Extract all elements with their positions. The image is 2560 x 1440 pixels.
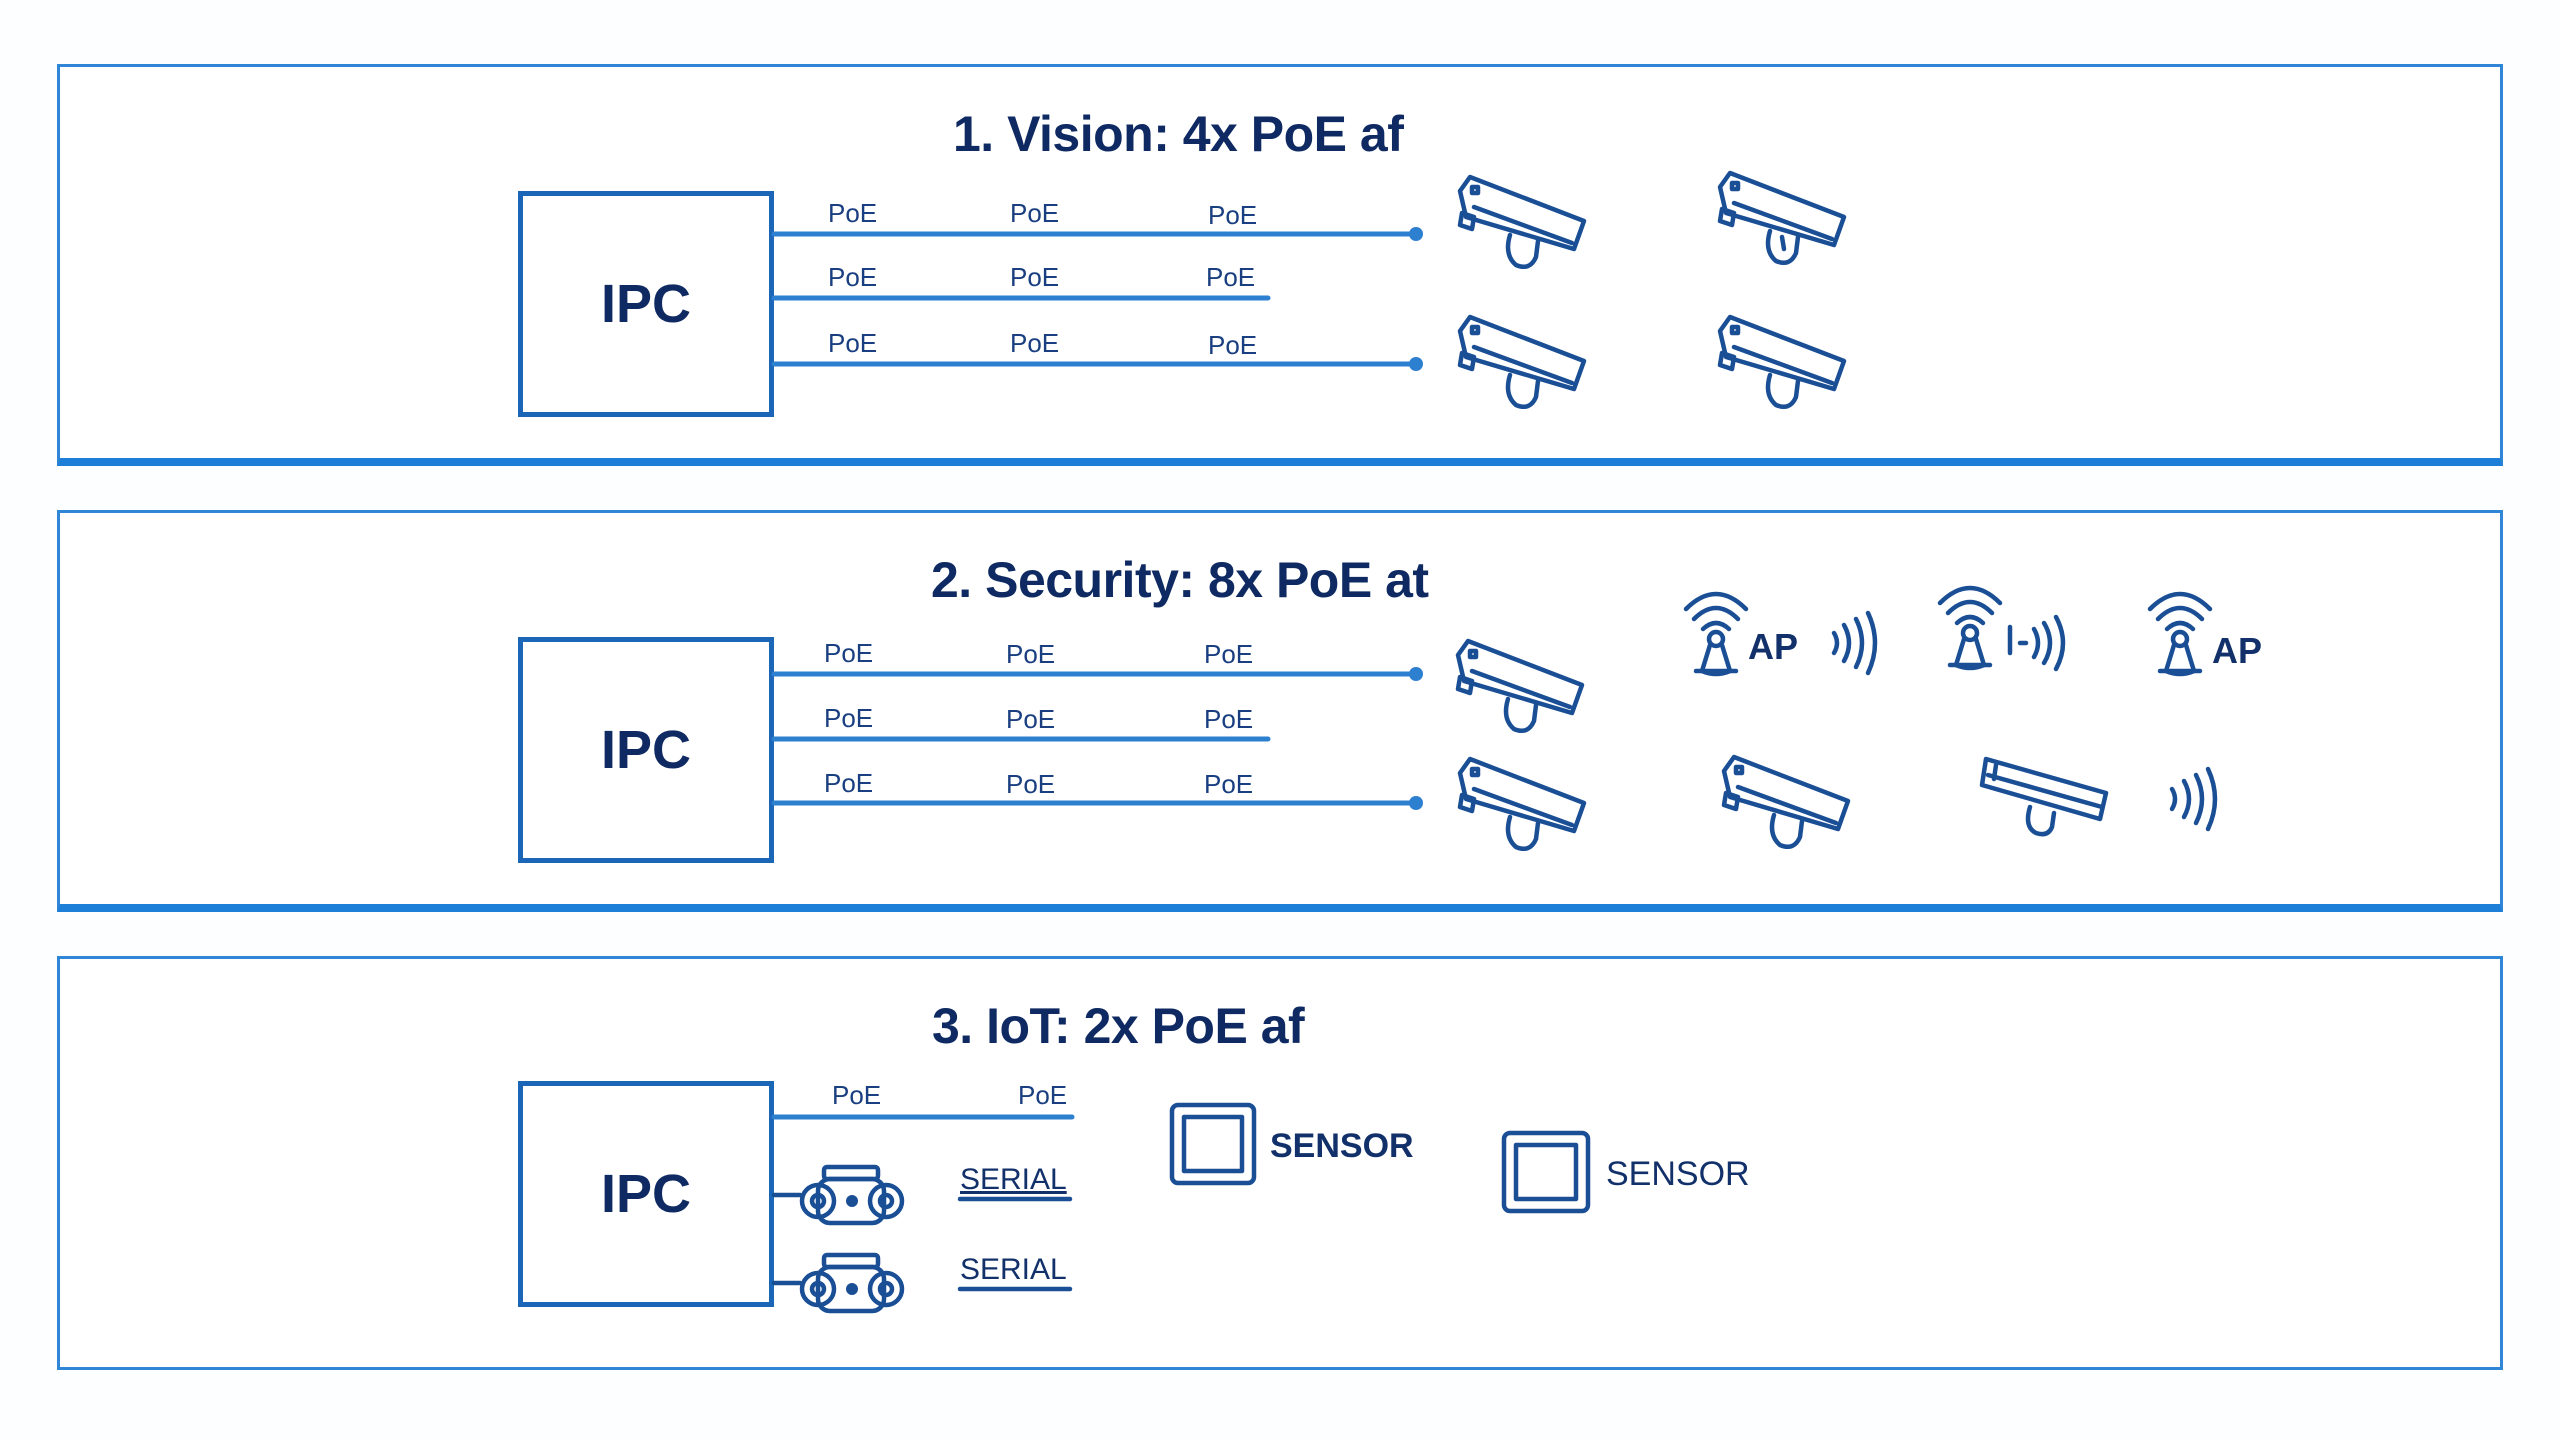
poe-label: PoE — [1208, 330, 1257, 360]
camera-icon — [1721, 754, 1851, 849]
poe-label: PoE — [824, 703, 873, 733]
serial-device-icon — [799, 1164, 905, 1226]
poe-label: PoE — [1006, 639, 1055, 669]
poe-label: PoE — [832, 1080, 881, 1110]
sensor-label: SENSOR — [1270, 1127, 1414, 1165]
vision-wiring-diagram: PoE PoE PoE PoE PoE PoE PoE PoE PoE — [771, 170, 1847, 409]
iot-panel: 3. IoT: 2x PoE af IPC PoE PoE SERIAL — [57, 956, 2503, 1370]
ap-label: AP — [2212, 630, 2262, 671]
poe-label: PoE — [1010, 198, 1059, 228]
ipc-box: IPC — [518, 1081, 774, 1307]
security-wiring-diagram: PoE PoE PoE PoE PoE PoE PoE PoE PoE — [771, 585, 2262, 851]
camera-icon — [1979, 756, 2109, 837]
ipc-box: IPC — [518, 637, 774, 863]
camera-icon — [1717, 314, 1847, 409]
poe-label: PoE — [1208, 200, 1257, 230]
cable-end-dot — [1409, 357, 1423, 371]
sensor-label: SENSOR — [1606, 1155, 1750, 1193]
poe-label: PoE — [1010, 328, 1059, 358]
serial-label: SERIAL — [960, 1253, 1067, 1286]
serial-label: SERIAL — [960, 1163, 1067, 1196]
poe-label: PoE — [1006, 704, 1055, 734]
ipc-label: IPC — [600, 274, 692, 334]
poe-label: PoE — [828, 262, 877, 292]
poe-label: PoE — [824, 768, 873, 798]
camera-icon — [1457, 174, 1587, 269]
wireless-ap-icon — [1937, 585, 2003, 671]
iot-panel-title: 3. IoT: 2x PoE af — [932, 998, 1305, 1054]
poe-label: PoE — [1206, 262, 1255, 292]
camera-icon — [1717, 170, 1847, 265]
cable-end-dot — [1409, 667, 1423, 681]
camera-icon — [1455, 638, 1585, 733]
cable-end-dot — [1409, 227, 1423, 241]
poe-label: PoE — [828, 328, 877, 358]
wifi-waves-icon — [2007, 614, 2066, 672]
wifi-waves-icon — [2169, 766, 2218, 832]
camera-icon — [1457, 314, 1587, 409]
poe-label: PoE — [824, 638, 873, 668]
cable-end-dot — [1409, 796, 1423, 810]
poe-label: PoE — [1018, 1080, 1067, 1110]
wifi-waves-icon — [1831, 610, 1878, 676]
poe-label: PoE — [1010, 262, 1059, 292]
poe-label: PoE — [1006, 769, 1055, 799]
poe-label: PoE — [1204, 704, 1253, 734]
sensor-icon — [1501, 1130, 1591, 1214]
ipc-label: IPC — [600, 720, 692, 780]
vision-panel-title: 1. Vision: 4x PoE af — [953, 106, 1404, 162]
wireless-ap-icon — [2147, 591, 2213, 677]
wireless-ap-icon — [1683, 591, 1749, 677]
poe-label: PoE — [828, 198, 877, 228]
ap-label: AP — [1748, 626, 1798, 667]
vision-panel: 1. Vision: 4x PoE af IPC PoE PoE PoE PoE… — [57, 64, 2503, 466]
ipc-label: IPC — [600, 1164, 692, 1224]
ipc-box: IPC — [518, 191, 774, 417]
camera-icon — [1457, 756, 1587, 851]
security-panel: 2. Security: 8x PoE at IPC PoE PoE PoE P… — [57, 510, 2503, 912]
iot-wiring-diagram: PoE PoE SERIAL SERIAL — [771, 1080, 1750, 1314]
poe-label: PoE — [1204, 639, 1253, 669]
poe-label: PoE — [1204, 769, 1253, 799]
security-panel-title: 2. Security: 8x PoE at — [931, 552, 1429, 608]
sensor-icon — [1169, 1102, 1257, 1186]
serial-device-icon — [799, 1252, 905, 1314]
